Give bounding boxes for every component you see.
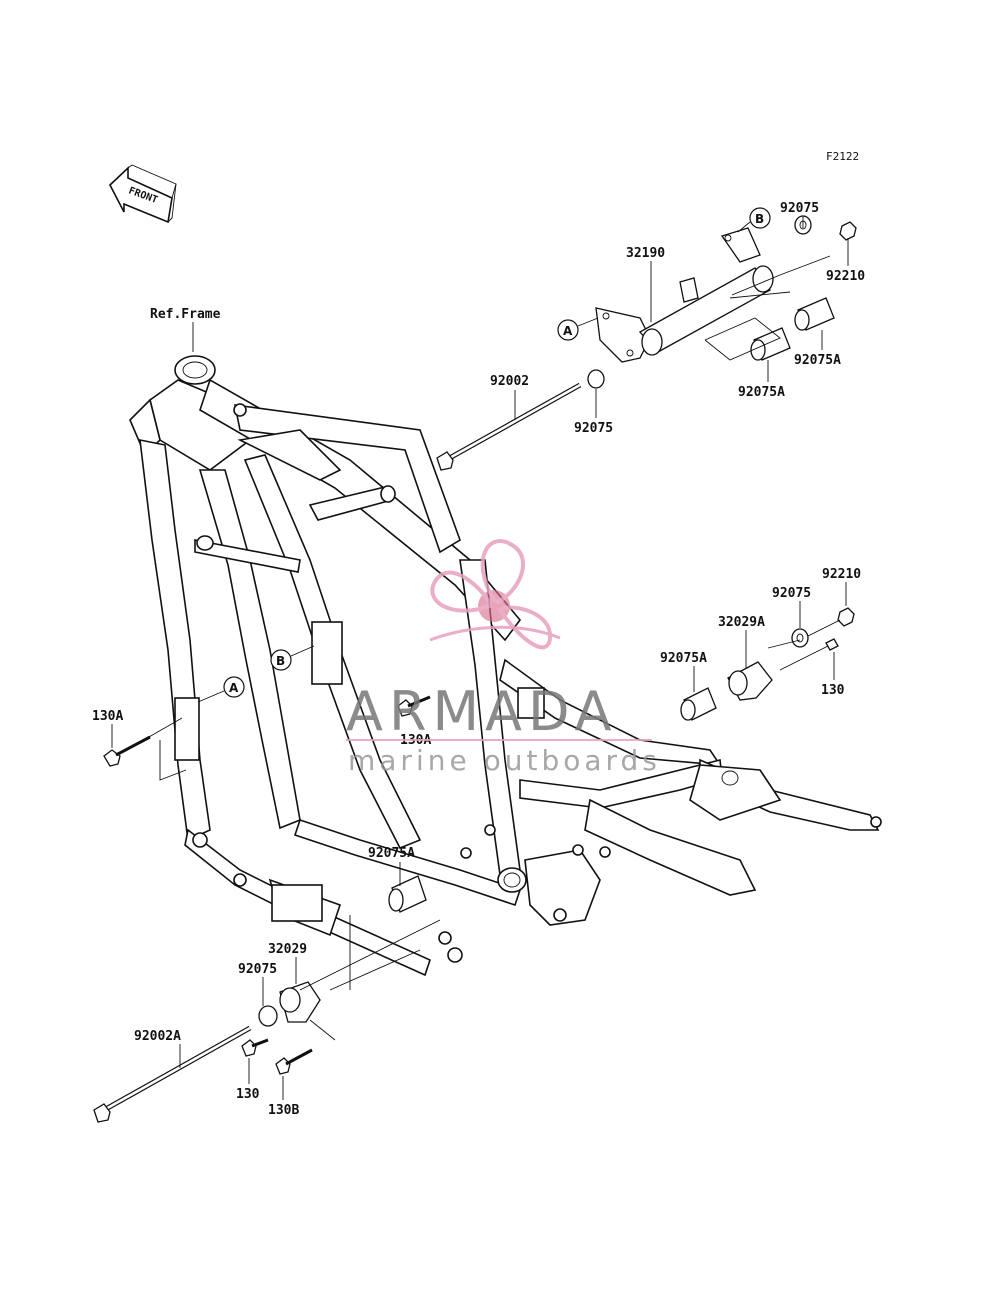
label-92210-right: 92210: [822, 567, 861, 582]
left-bolt-assembly: [103, 717, 187, 781]
label-92075A-top-left: 92075A: [738, 385, 785, 400]
label-92210-top: 92210: [826, 269, 865, 284]
rear-engine-mount-assembly: [680, 607, 855, 721]
svg-text:B: B: [755, 212, 764, 226]
label-32029A: 32029A: [718, 615, 765, 630]
armada-watermark-logo: ARMADA marine outboards: [346, 539, 661, 777]
label-92075A-top-right: 92075A: [794, 353, 841, 368]
svg-text:B: B: [276, 654, 285, 668]
callout-a-left: A: [197, 676, 245, 703]
label-32190: 32190: [626, 246, 665, 261]
figure-code: F2122: [826, 150, 859, 163]
label-130A-left: 130A: [92, 709, 123, 724]
label-92075-bottom: 92075: [238, 962, 277, 977]
callout-a-top: A: [557, 317, 599, 341]
callout-b-top: B: [737, 207, 771, 233]
label-130-right: 130: [821, 683, 845, 698]
label-92075-mid: 92075: [574, 421, 613, 436]
front-arrow-icon: FRONT: [109, 164, 177, 224]
ref-frame-label: Ref.Frame: [150, 307, 221, 322]
label-32029: 32029: [268, 942, 307, 957]
label-92002: 92002: [490, 374, 529, 389]
label-92075-top: 92075: [780, 201, 819, 216]
label-130B: 130B: [268, 1103, 299, 1118]
watermark-tagline: marine outboards: [348, 744, 661, 777]
svg-text:A: A: [229, 681, 239, 695]
label-92075A-right: 92075A: [660, 651, 707, 666]
label-130-bottom: 130: [236, 1087, 260, 1102]
propeller-icon: [429, 539, 561, 650]
svg-text:A: A: [563, 324, 573, 338]
label-92075-right: 92075: [772, 586, 811, 601]
watermark-brand: ARMADA: [346, 680, 618, 743]
center-bolt: [397, 695, 431, 717]
callout-b-left: B: [270, 645, 315, 671]
upper-engine-mount-assembly: [436, 215, 857, 471]
motorcycle-frame: [129, 355, 882, 977]
label-92075A-bottom: 92075A: [368, 846, 415, 861]
lower-engine-mount-assembly: [93, 875, 441, 1123]
label-92002A: 92002A: [134, 1029, 181, 1044]
